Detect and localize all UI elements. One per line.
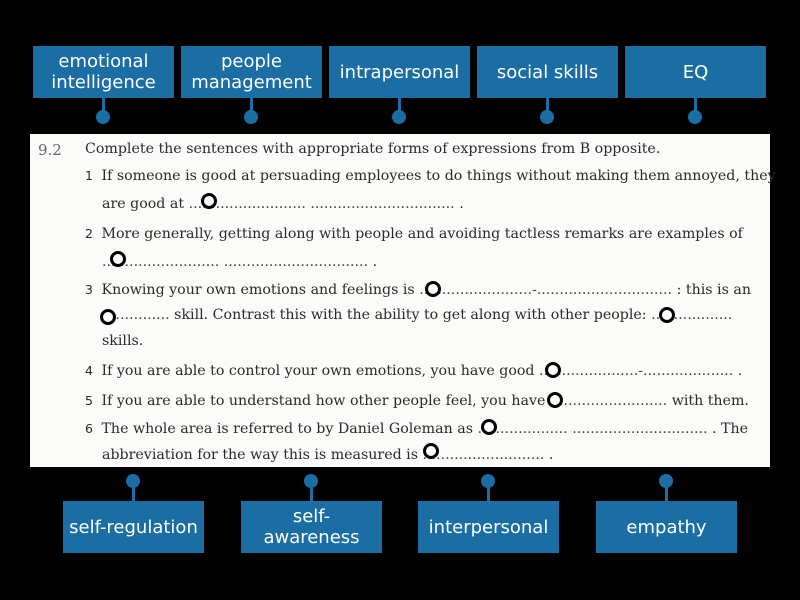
sentence-number: 2: [85, 226, 93, 241]
sentence-6-continued: abbreviation for the way this is measure…: [102, 447, 553, 463]
sentence-text: are good at: [102, 196, 185, 212]
sentence-text: More generally, getting along with peopl…: [101, 226, 743, 242]
sentence-text: Knowing your own emotions and feelings i…: [101, 282, 415, 298]
answer-blank: ...............: [102, 307, 170, 323]
sentence-text: If someone is good at persuading employe…: [101, 168, 776, 184]
drop-target-3[interactable]: [425, 281, 441, 297]
drop-target-9[interactable]: [423, 443, 439, 459]
sentence-number: 3: [85, 282, 93, 297]
drop-target-8[interactable]: [481, 419, 497, 435]
sentence-text: with them.: [671, 393, 749, 409]
drop-target-7[interactable]: [547, 392, 563, 408]
tile-connector: [250, 98, 253, 112]
tile-people-management[interactable]: people management: [181, 46, 322, 98]
sentence-1: 1 If someone is good at persuading emplo…: [85, 168, 776, 184]
answer-blank: .......................... .............…: [188, 196, 455, 212]
answer-blank: .......................... .............…: [102, 254, 369, 270]
sentence-number: 5: [85, 393, 93, 408]
sentence-text: .: [372, 254, 378, 270]
tile-connector: [546, 98, 549, 112]
sentence-text: If you are able to control your own emot…: [101, 363, 535, 379]
sentence-text: : this is an: [676, 282, 751, 298]
answer-blank: ......................-.................…: [539, 363, 734, 379]
sentence-text: .: [737, 363, 743, 379]
tile-connector-knob[interactable]: [540, 110, 554, 124]
tile-connector-knob[interactable]: [304, 474, 318, 488]
tile-intrapersonal[interactable]: intrapersonal: [329, 46, 470, 98]
sentence-text: skill. Contrast this with the ability to…: [174, 307, 647, 323]
sentence-number: 4: [85, 363, 93, 378]
tile-connector: [694, 98, 697, 112]
sentence-2-continued: .......................... .............…: [102, 254, 377, 270]
sentence-2: 2 More generally, getting along with peo…: [85, 226, 743, 242]
tile-connector: [132, 486, 135, 501]
tile-connector: [487, 486, 490, 501]
drop-target-6[interactable]: [545, 362, 561, 378]
sentence-text: . The: [712, 421, 749, 437]
tile-connector-knob[interactable]: [659, 474, 673, 488]
drop-target-5[interactable]: [659, 307, 675, 323]
tile-social-skills[interactable]: social skills: [477, 46, 618, 98]
answer-blank: .................... ...................…: [477, 421, 708, 437]
sentence-text: .: [459, 196, 464, 212]
tile-self-regulation[interactable]: self-regulation: [63, 501, 204, 553]
tile-connector: [665, 486, 668, 501]
tile-connector-knob[interactable]: [126, 474, 140, 488]
tile-emotional-intelligence[interactable]: emotional intelligence: [33, 46, 174, 98]
sentence-1-continued: are good at .......................... .…: [102, 196, 464, 212]
answer-blank: .........................-..............…: [419, 282, 673, 298]
tile-connector-knob[interactable]: [481, 474, 495, 488]
exercise-number: 9.2: [38, 141, 62, 159]
tile-connector: [102, 98, 105, 112]
exercise-instruction: Complete the sentences with appropriate …: [85, 141, 661, 157]
sentence-3: 3 Knowing your own emotions and feelings…: [85, 282, 751, 298]
sentence-6: 6 The whole area is referred to by Danie…: [85, 421, 748, 437]
sentence-text: .: [548, 447, 554, 463]
tile-self-awareness[interactable]: self-awareness: [241, 501, 382, 553]
tile-connector-knob[interactable]: [392, 110, 406, 124]
answer-blank: ...........................: [422, 447, 545, 463]
drop-target-4[interactable]: [100, 309, 116, 325]
answer-blank: ..........................: [549, 393, 668, 409]
drop-target-1[interactable]: [201, 193, 217, 209]
sentence-3-continued: ............... skill. Contrast this wit…: [102, 307, 732, 323]
tile-interpersonal[interactable]: interpersonal: [418, 501, 559, 553]
sentence-text: If you are able to understand how other …: [101, 393, 546, 409]
sentence-4: 4 If you are able to control your own em…: [85, 363, 742, 379]
sentence-text: abbreviation for the way this is measure…: [102, 447, 419, 463]
sentence-text: The whole area is referred to by Daniel …: [101, 421, 473, 437]
tile-connector-knob[interactable]: [688, 110, 702, 124]
worksheet-image: 9.2 Complete the sentences with appropri…: [30, 134, 776, 467]
sentence-3-end: skills.: [102, 333, 144, 349]
sentence-number: 6: [85, 421, 93, 436]
drop-target-2[interactable]: [110, 251, 126, 267]
tile-connector-knob[interactable]: [96, 110, 110, 124]
sentence-5: 5 If you are able to understand how othe…: [85, 393, 749, 409]
tile-connector-knob[interactable]: [244, 110, 258, 124]
tile-empathy[interactable]: empathy: [596, 501, 737, 553]
tile-connector: [398, 98, 401, 112]
tile-eq[interactable]: EQ: [625, 46, 766, 98]
sentence-number: 1: [85, 168, 93, 183]
tile-connector: [310, 486, 313, 501]
